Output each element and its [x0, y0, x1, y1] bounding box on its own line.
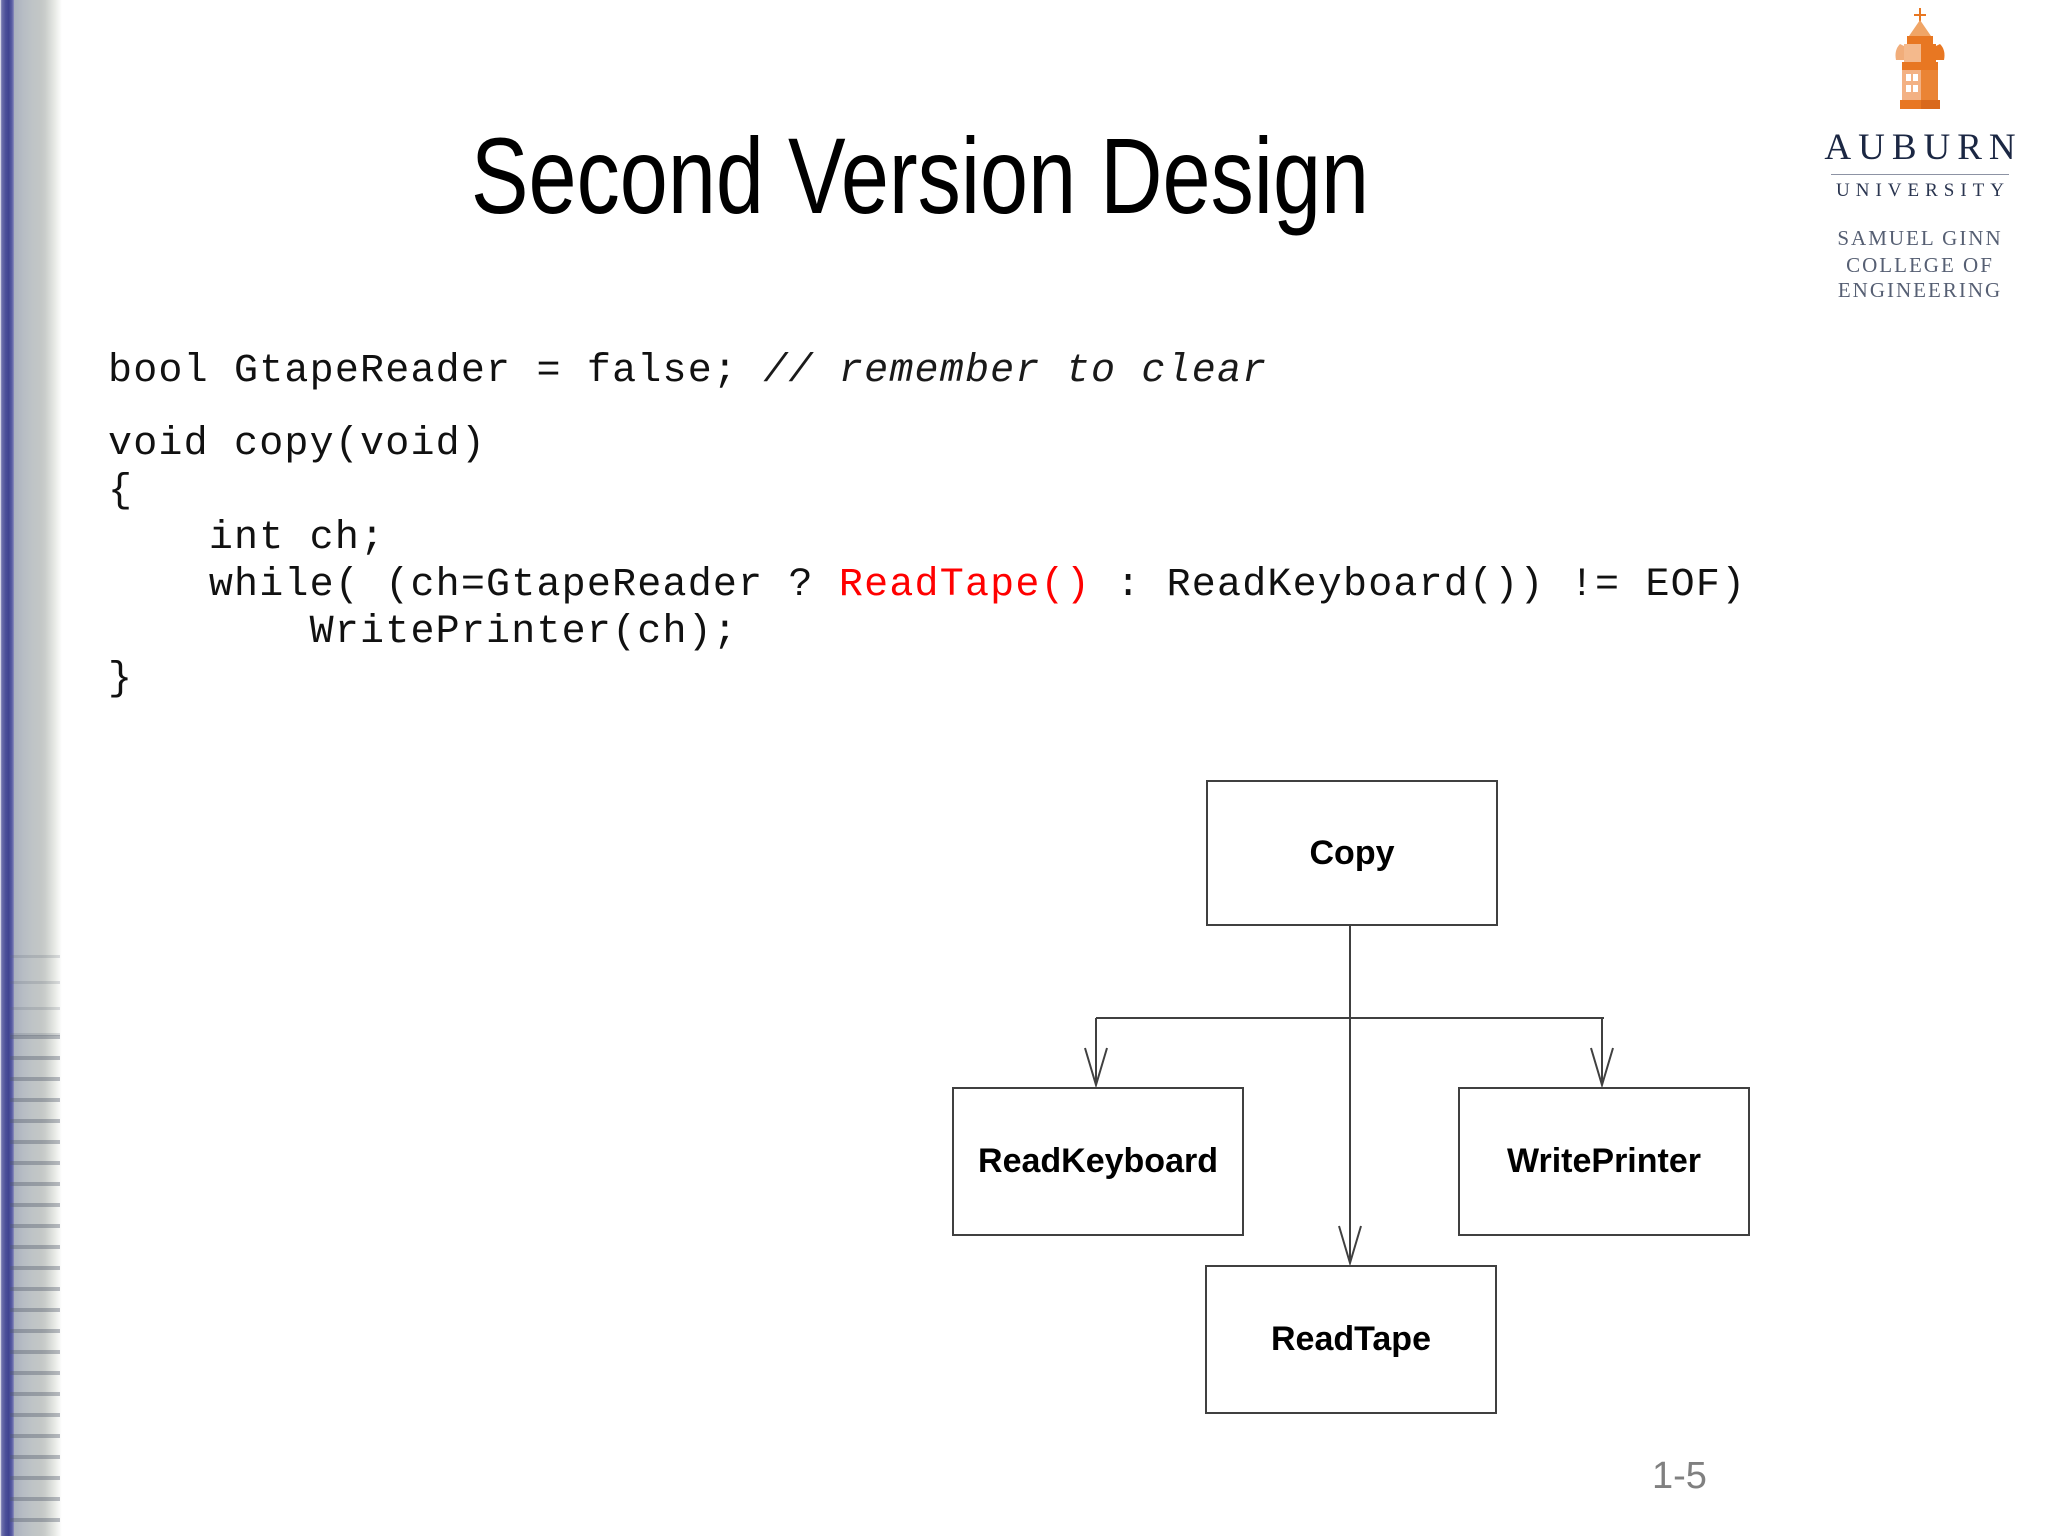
code-line-6: WritePrinter(ch);: [108, 610, 739, 655]
diagram-node-writeprinter-label: WritePrinter: [1507, 1142, 1701, 1180]
code-line-7: }: [108, 657, 134, 702]
auburn-logo: AUBURN UNIVERSITY SAMUEL GINN COLLEGE OF…: [1800, 6, 2040, 302]
logo-college-line-2: COLLEGE OF ENGINEERING: [1837, 253, 2003, 302]
logo-institution-subtitle: UNIVERSITY: [1836, 180, 2010, 201]
logo-divider: [1831, 174, 2009, 175]
code-line-1: bool GtapeReader = false;: [108, 349, 764, 394]
band-texture-lower: [10, 1035, 60, 1536]
auburn-clock-tower-icon: [1895, 8, 1945, 109]
diagram-node-copy[interactable]: Copy: [1206, 780, 1498, 926]
diagram-node-writeprinter[interactable]: WritePrinter: [1458, 1087, 1750, 1236]
band-outer-stripe: [0, 0, 14, 1536]
code-comment-1: // remember to clear: [763, 349, 1268, 394]
diagram-node-readtape-label: ReadTape: [1271, 1320, 1431, 1358]
band-fade-edge: [46, 0, 62, 1536]
logo-institution-name: AUBURN: [1824, 127, 2023, 168]
band-inner-stripe: [14, 0, 48, 1536]
diagram-node-copy-label: Copy: [1309, 833, 1395, 872]
page-title: Second Version Design: [470, 115, 1370, 236]
diagram-node-readkeyboard[interactable]: ReadKeyboard: [952, 1087, 1244, 1236]
diagram-node-readtape[interactable]: ReadTape: [1205, 1265, 1497, 1414]
band-texture-upper: [10, 955, 60, 1040]
code-highlight-readtape: ReadTape(): [838, 563, 1091, 608]
diagram-node-readkeyboard-label: ReadKeyboard: [978, 1142, 1218, 1180]
code-listing: bool GtapeReader = false; // remember to…: [108, 348, 1746, 703]
page-number: 1-5: [1652, 1455, 1707, 1497]
code-line-5-suffix: : ReadKeyboard()) != EOF): [1090, 563, 1747, 608]
left-decorative-band: [0, 0, 62, 1536]
code-line-4: int ch;: [108, 516, 386, 561]
logo-college-line-1: SAMUEL GINN: [1837, 226, 2003, 250]
code-line-3: {: [108, 469, 134, 514]
code-line-5-prefix: while( (ch=GtapeReader ?: [108, 563, 839, 608]
code-line-2: void copy(void): [108, 422, 487, 467]
